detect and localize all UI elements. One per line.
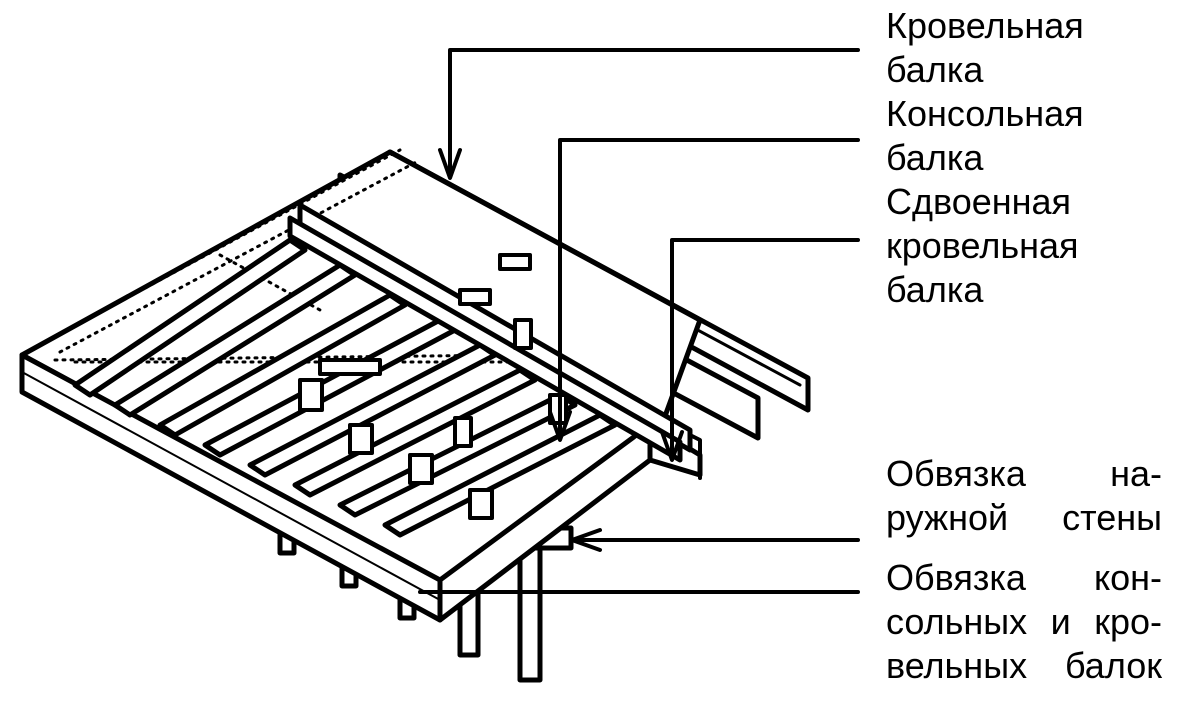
blocking (298, 253, 568, 520)
label-beams-plate: Обвязка кон- сольных и кро- вельных бало… (886, 557, 1162, 686)
label-double-roof-beam: Сдвоенная кровельная балка (886, 181, 1079, 310)
leader-lines (418, 48, 860, 594)
label-roof-beam: Кровельная балка (886, 5, 1084, 90)
label-cantilever-beam: Консольная балка (886, 93, 1084, 178)
label-outer-wall-plate: Обвязка на- ружной стены (886, 453, 1162, 538)
